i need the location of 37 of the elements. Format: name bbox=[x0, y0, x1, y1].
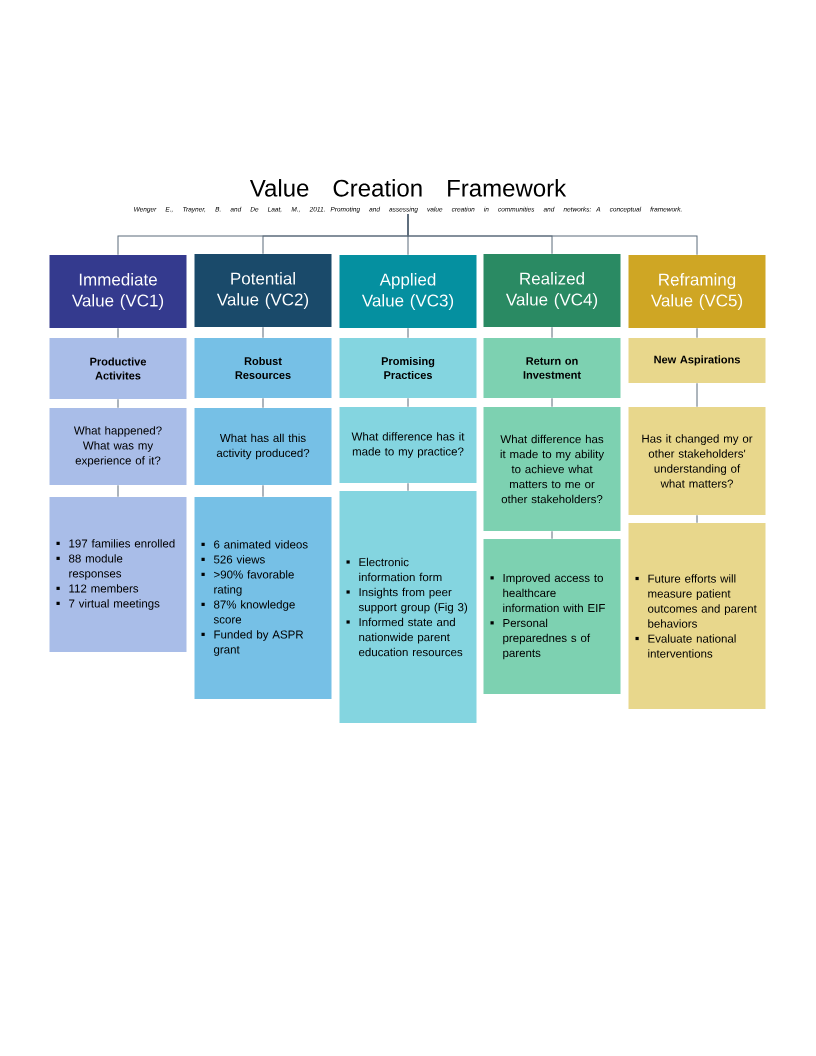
header-box: Realized Value (VC4) bbox=[483, 254, 621, 327]
connector-line bbox=[551, 530, 553, 540]
category-box: Return on Investment bbox=[483, 338, 621, 398]
bullet-list-box: 197 families enrolled 88 module responses 112 members 7 virtual meetings bbox=[49, 497, 187, 652]
connector-line bbox=[262, 484, 264, 498]
bullet-list-box: Future efforts will measure patient outcomes and parent behaviors Evaluate national interventions bbox=[628, 523, 766, 709]
category-box: Robust Resources bbox=[194, 338, 332, 398]
connector-line bbox=[407, 213, 698, 256]
connector-line bbox=[117, 484, 119, 498]
question-box: Has it changed my or other stakeholders' understanding of what matters? bbox=[628, 407, 766, 515]
header-box: Reframing Value (VC5) bbox=[628, 255, 766, 328]
connector-line bbox=[407, 327, 409, 339]
bullet-list-box: Improved access to healthcare information with EIF Personal preparednes s of parents bbox=[483, 539, 621, 694]
question-box: What happened? What was my experience of it? bbox=[49, 408, 187, 485]
header-box: Potential Value (VC2) bbox=[194, 254, 332, 327]
connector-line bbox=[696, 327, 698, 339]
connector-line bbox=[696, 382, 698, 408]
connector-line bbox=[551, 326, 553, 339]
connector-line bbox=[117, 327, 119, 339]
connector-line bbox=[407, 397, 409, 408]
header-box: Immediate Value (VC1) bbox=[49, 255, 187, 328]
connector-line bbox=[262, 397, 264, 409]
category-box: New Aspirations bbox=[628, 338, 766, 383]
question-box: What has all this activity produced? bbox=[194, 408, 332, 485]
header-box: Applied Value (VC3) bbox=[339, 255, 477, 328]
question-box: What difference has it made to my practice? bbox=[339, 407, 477, 483]
bullet-list-box: Electronic information form Insights from peer support group (Fig 3) Informed state and nationwide parent education resources bbox=[339, 491, 477, 723]
connector-line bbox=[262, 326, 264, 339]
title: Value Creation Framework bbox=[249, 179, 567, 197]
connector-line bbox=[551, 397, 553, 408]
question-box: What difference has it made to my ability to achieve what matters to me or other stakeholders? bbox=[483, 407, 621, 531]
bullet-list-box: 6 animated videos 526 views >90% favorable rating 87% knowledge score Funded by ASPR grant bbox=[194, 497, 332, 699]
category-box: Productive Activites bbox=[49, 338, 187, 399]
connector-line bbox=[407, 482, 409, 492]
connector-line bbox=[696, 514, 698, 524]
connector-line bbox=[117, 398, 119, 409]
category-box: Promising Practices bbox=[339, 338, 477, 398]
